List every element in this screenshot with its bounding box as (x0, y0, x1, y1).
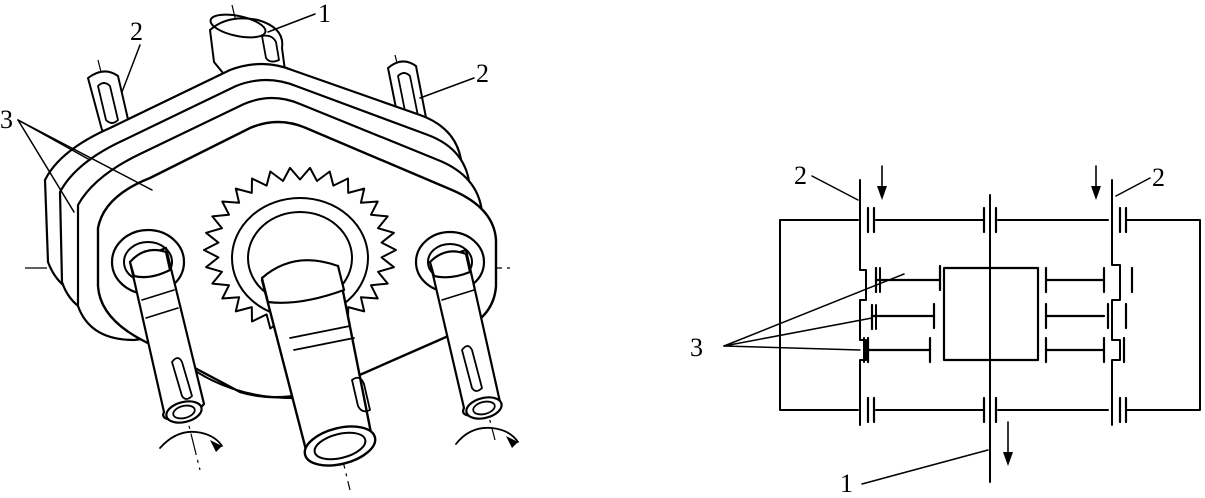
label-input-shaft-2-right: 2 (1152, 163, 1165, 192)
output-shaft-front (260, 259, 377, 467)
input-shaft-left-front (128, 246, 206, 424)
left-pinion-gears (863, 264, 942, 364)
gearbox-kinematic-schematic: 2 2 3 1 (690, 161, 1201, 498)
input-shaft-right-front (428, 248, 503, 420)
gearbox-isometric-drawing: 1 2 2 3 (0, 0, 519, 491)
input-arrow-right (1091, 165, 1101, 200)
rotation-arrow-left (159, 430, 223, 452)
label-gears-3: 3 (690, 333, 703, 362)
shaft-links (875, 219, 1109, 411)
central-gear-block (942, 266, 1040, 362)
label-gears-3: 3 (0, 105, 13, 134)
right-pinion-gears (1044, 266, 1134, 364)
rotation-arrow-right (455, 426, 519, 448)
bearings (866, 206, 1128, 424)
label-input-shaft-2-left: 2 (130, 17, 143, 46)
housing-frame (779, 219, 1201, 411)
leader-lines-right (723, 175, 1151, 485)
label-input-shaft-2-left: 2 (794, 161, 807, 190)
label-input-shaft-2-right: 2 (476, 59, 489, 88)
label-output-shaft-1: 1 (318, 0, 331, 28)
input-shaft-2-right-line (1111, 179, 1121, 426)
input-shaft-2-left-line (859, 179, 867, 426)
output-arrow (1003, 421, 1013, 466)
leader-lines-left (17, 13, 475, 213)
label-output-shaft-1: 1 (840, 469, 853, 493)
input-arrow-left (877, 165, 887, 200)
